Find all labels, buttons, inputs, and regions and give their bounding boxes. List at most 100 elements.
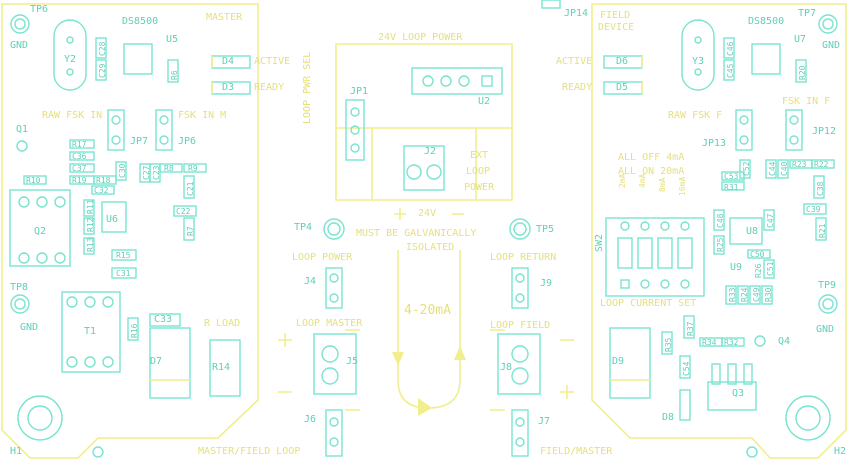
sw2-dip-switch bbox=[605, 217, 705, 297]
refdes-r7: R7 bbox=[186, 226, 195, 236]
loop-power-label: LOOP POWER bbox=[292, 252, 353, 263]
refdes-r20: R20 bbox=[798, 65, 807, 80]
refdes-r33: R33 bbox=[728, 287, 737, 302]
refdes-r11: R11 bbox=[86, 199, 95, 214]
refdes-r26: R26 bbox=[754, 263, 763, 278]
y2-label: Y2 bbox=[64, 54, 77, 65]
raw-fsk-in-label: RAW FSK IN bbox=[42, 110, 103, 121]
crystals bbox=[53, 19, 715, 91]
q1-label: Q1 bbox=[16, 124, 29, 135]
tp4-label: TP4 bbox=[294, 222, 313, 233]
q3-label: Q3 bbox=[732, 388, 745, 399]
d4-label: D4 bbox=[222, 56, 235, 67]
loop-label: LOOP bbox=[466, 166, 491, 177]
refdes-r10: R10 bbox=[26, 176, 41, 185]
refdes-c28: C28 bbox=[98, 41, 107, 56]
sw2-label: SW2 bbox=[594, 233, 605, 252]
fsk-in-m-label: FSK IN M bbox=[178, 110, 227, 121]
refdes-r34: R34 bbox=[702, 338, 717, 347]
refdes-c30: C30 bbox=[118, 163, 127, 178]
refdes-c40: C40 bbox=[780, 161, 789, 176]
u6-label: U6 bbox=[106, 214, 119, 225]
refdes-r17: R17 bbox=[72, 140, 87, 149]
refdes-c46: C46 bbox=[726, 41, 735, 56]
refdes-r16: R16 bbox=[130, 323, 139, 338]
raw-fsk-f-label: RAW FSK F bbox=[668, 110, 723, 121]
sw-bit-8ma: 8mA bbox=[658, 177, 667, 192]
refdes-r24: R24 bbox=[740, 287, 749, 302]
refdes-r25: R25 bbox=[716, 237, 725, 252]
refdes-r9: R9 bbox=[188, 164, 198, 173]
h1-label: H1 bbox=[10, 446, 23, 457]
master-section-label: MASTER bbox=[206, 12, 243, 23]
jp7-label: JP7 bbox=[130, 136, 149, 147]
refdes-c23: C23 bbox=[152, 165, 161, 180]
tp9-label: TP9 bbox=[818, 280, 837, 291]
tp6-label: TP6 bbox=[30, 4, 49, 15]
tp5-label: TP5 bbox=[536, 224, 555, 235]
refdes-c50: C50 bbox=[750, 250, 765, 259]
j4-label: J4 bbox=[304, 276, 317, 287]
sw-bit-2ma: 2mA bbox=[618, 173, 627, 188]
refdes-r23: R23 bbox=[792, 160, 807, 169]
u8-label: U8 bbox=[746, 226, 759, 237]
j8-label: J8 bbox=[500, 362, 513, 373]
refdes-r14: R14 bbox=[212, 362, 231, 373]
jp12-label: JP12 bbox=[812, 126, 837, 137]
refdes-c38: C38 bbox=[816, 181, 825, 196]
loop-current-set-label: LOOP CURRENT SET bbox=[600, 298, 697, 309]
refdes-r37: R37 bbox=[686, 321, 695, 336]
fsk-in-f-label: FSK IN F bbox=[782, 96, 831, 107]
refdes-c47: C47 bbox=[766, 213, 775, 228]
h2-label: H2 bbox=[834, 446, 847, 457]
u5-label: U5 bbox=[166, 34, 179, 45]
d3-label: D3 bbox=[222, 82, 235, 93]
refdes-r12: R12 bbox=[86, 217, 95, 232]
ext-label: EXT bbox=[470, 150, 489, 161]
u7-label: U7 bbox=[794, 34, 807, 45]
jp13-label: JP13 bbox=[702, 138, 727, 149]
jp6-label: JP6 bbox=[178, 136, 197, 147]
refdes-c45: C45 bbox=[726, 63, 735, 78]
field-section-label: FIELD bbox=[600, 10, 631, 21]
jp14-label: JP14 bbox=[564, 8, 589, 19]
refdes-c48: C48 bbox=[716, 213, 725, 228]
t1-label: T1 bbox=[84, 326, 97, 337]
ds8500-left-label: DS8500 bbox=[122, 16, 159, 27]
refdes-r8: R8 bbox=[164, 164, 174, 173]
refdes-c37: C37 bbox=[72, 164, 87, 173]
power-parts bbox=[9, 140, 766, 411]
diodes bbox=[149, 55, 691, 421]
refdes-r31: R31 bbox=[724, 183, 739, 192]
q2-label: Q2 bbox=[34, 226, 47, 237]
refdes-c51: C51 bbox=[766, 261, 775, 276]
refdes-r13: R13 bbox=[86, 237, 95, 252]
refdes-c39: C39 bbox=[806, 205, 821, 214]
test-points bbox=[10, 14, 838, 314]
d7-label: D7 bbox=[150, 356, 163, 367]
refdes-r15: R15 bbox=[116, 251, 131, 260]
diode-bars bbox=[150, 56, 650, 381]
loop-arrow bbox=[392, 250, 466, 416]
refdes-c29: C29 bbox=[98, 63, 107, 78]
all-off-label: ALL OFF 4mA bbox=[618, 152, 685, 163]
polarity-marks bbox=[278, 208, 574, 411]
refdes-r30: R30 bbox=[764, 287, 773, 302]
loop-power-title: 24V LOOP POWER bbox=[378, 32, 463, 43]
gnd-right-label: GND bbox=[822, 40, 841, 51]
d8-label: D8 bbox=[662, 412, 675, 423]
refdes-r35: R35 bbox=[664, 337, 673, 352]
tp7-label: TP7 bbox=[798, 8, 817, 19]
y3-label: Y3 bbox=[692, 56, 705, 67]
ready-left-label: READY bbox=[254, 82, 285, 93]
current-range-label: 4-20mA bbox=[404, 303, 451, 318]
j2-label: J2 bbox=[424, 146, 437, 157]
loop-pwr-sel-label: LOOP PWR SEL bbox=[302, 51, 313, 124]
loop-power-box bbox=[335, 43, 513, 201]
jumpers bbox=[107, 0, 803, 457]
sw-bit-4ma: 4mA bbox=[638, 173, 647, 188]
u9-label: U9 bbox=[730, 262, 743, 273]
refdes-r19: R19 bbox=[72, 176, 87, 185]
